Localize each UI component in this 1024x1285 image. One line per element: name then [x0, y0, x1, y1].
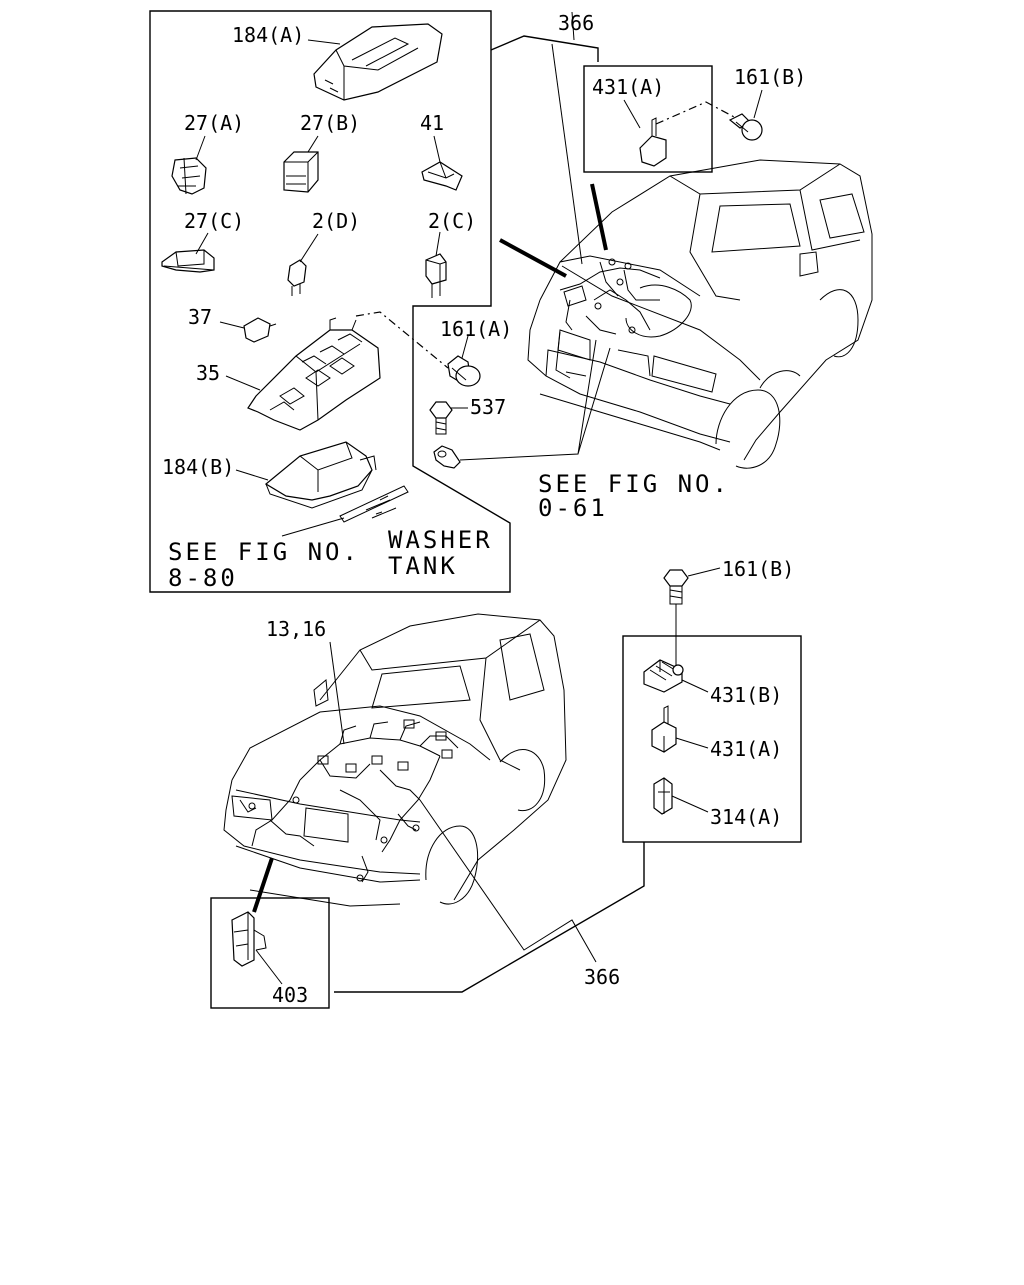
bolt-161b-top [728, 113, 763, 141]
leader-431a-right [675, 737, 709, 749]
leader-366-bottom [419, 799, 597, 963]
tray-184b [264, 441, 377, 509]
label-37: 37 [188, 305, 212, 329]
leader-366-top [490, 35, 599, 62]
leader-366-top-b [551, 43, 583, 265]
lower-vehicle: 13,16 403 366 [210, 613, 620, 1009]
label-314a: 314(A) [710, 805, 782, 829]
part-2d [287, 259, 307, 296]
leader-41 [433, 135, 441, 163]
part-2c [425, 253, 447, 298]
vehicle-body-bottom [223, 613, 567, 907]
label-366-top: 366 [558, 11, 594, 35]
leader-366-top-c [571, 11, 575, 41]
leader-184b [235, 469, 269, 481]
leader-27a [195, 135, 206, 161]
harness-bottom [239, 719, 459, 883]
note-washer-tank-line2: TANK [388, 552, 458, 580]
connector-detail-box-right [622, 635, 802, 843]
cover-184a [313, 23, 443, 101]
label-431a-right: 431(A) [710, 737, 782, 761]
label-27a: 27(A) [184, 111, 244, 135]
leader-431b [681, 679, 709, 693]
dashed-link-161b-top [655, 101, 737, 125]
leader-see-8-80 [281, 517, 345, 537]
bracket-detail-box [210, 897, 330, 1009]
dashed-link-161a [355, 311, 449, 369]
connector-314a [653, 777, 673, 815]
bracket-403 [231, 911, 267, 967]
leader-184a [307, 39, 341, 45]
label-537: 537 [470, 395, 506, 419]
note-see-fig-0-61-line1: SEE FIG NO. [538, 470, 730, 498]
note-washer-tank-line1: WASHER [388, 526, 493, 554]
part-27a [171, 157, 207, 195]
label-13-16: 13,16 [266, 617, 326, 641]
note-see-fig-0-61-line2: 0-61 [538, 494, 608, 522]
label-27c: 27(C) [184, 209, 244, 233]
label-2c: 2(C) [428, 209, 476, 233]
label-184a: 184(A) [232, 23, 304, 47]
connector-431a-top [639, 117, 667, 167]
right-connector-group: 161(B) 431(B) 431(A) 314(A) [334, 557, 802, 993]
leader-27c [195, 232, 209, 255]
leader-161b-top [753, 89, 763, 119]
bolt-161a [447, 355, 481, 387]
washer-hose [339, 485, 409, 523]
label-2d: 2(D) [312, 209, 360, 233]
part-27c [161, 249, 215, 273]
part-37 [243, 317, 277, 343]
vehicle-body-top [527, 159, 873, 469]
upper-vehicle: 366 431(A) 161(B) [429, 11, 873, 522]
leader-431a-top [623, 99, 641, 129]
note-see-fig-8-80-line1: SEE FIG NO. [168, 538, 360, 566]
connector-431b [643, 659, 684, 693]
label-161a: 161(A) [440, 317, 512, 341]
relay-block-35 [247, 317, 381, 431]
fuse-box-parts-group: 184(A) 27(A) 27(B) 41 2 [149, 10, 511, 593]
leader-27b [307, 135, 319, 153]
label-403: 403 [272, 983, 308, 1007]
leader-2c [435, 231, 441, 257]
harness-pointer-a [499, 238, 567, 278]
bolt-537 [429, 401, 461, 469]
label-161b-right: 161(B) [722, 557, 794, 581]
part-27b [283, 151, 319, 193]
harness-pointer-b [590, 183, 608, 251]
label-27b: 27(B) [300, 111, 360, 135]
leader-37 [219, 321, 245, 329]
link-box-to-366 [334, 842, 645, 993]
label-431b: 431(B) [710, 683, 782, 707]
leader-35 [225, 375, 261, 391]
note-see-fig-8-80-line2: 8-80 [168, 564, 238, 592]
bolt-161b-right [663, 569, 689, 605]
label-184b: 184(B) [162, 455, 234, 479]
leader-314a [671, 795, 709, 813]
leader-161b-right [687, 567, 721, 577]
parts-box-outline [149, 10, 511, 593]
connector-detail-box-top [583, 65, 713, 173]
leader-see-0-61 [459, 339, 611, 461]
leader-2d [299, 233, 319, 263]
connector-431a-right [651, 705, 677, 753]
leader-13-16 [329, 641, 345, 745]
harness-engine-top [555, 258, 692, 379]
part-41 [421, 161, 463, 191]
leader-403 [255, 949, 283, 985]
label-35: 35 [196, 361, 220, 385]
harness-pointer-c [252, 857, 274, 913]
label-431a-top: 431(A) [592, 75, 664, 99]
leader-161a [461, 335, 469, 359]
label-161b-top: 161(B) [734, 65, 806, 89]
label-41: 41 [420, 111, 444, 135]
label-366-bottom: 366 [584, 965, 620, 989]
